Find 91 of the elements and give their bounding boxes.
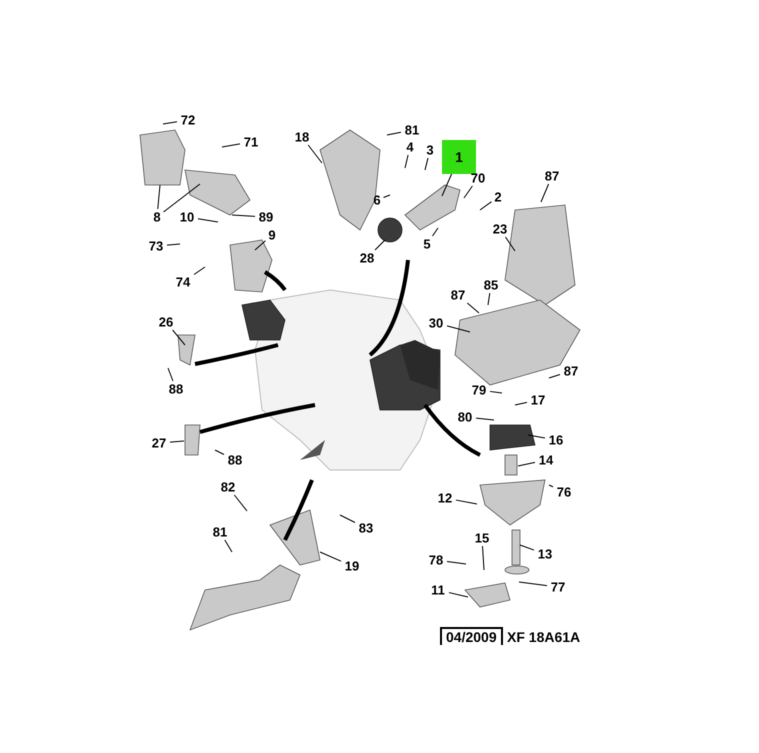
leader-line xyxy=(446,560,466,564)
callout-number: 83 xyxy=(358,522,374,534)
leader-line xyxy=(528,434,546,439)
callout-number: 81 xyxy=(212,526,228,538)
leader-line xyxy=(540,184,550,202)
leader-line xyxy=(518,582,548,586)
leader-line xyxy=(168,368,174,382)
leader-line xyxy=(194,266,206,275)
callout-number: 5 xyxy=(423,238,431,250)
leader-line xyxy=(374,240,386,250)
callout-number: 23 xyxy=(492,222,508,236)
callout-number: 3 xyxy=(426,144,434,156)
callout-number: 17 xyxy=(530,394,546,406)
callout-number: 26 xyxy=(158,316,174,328)
leader-line xyxy=(490,390,502,394)
leader-line xyxy=(254,240,266,250)
leader-line xyxy=(308,144,322,164)
callout-number: 12 xyxy=(438,492,452,504)
leader-line xyxy=(504,236,516,252)
leader-line xyxy=(424,158,428,170)
callout-number: 78 xyxy=(428,554,444,566)
callout-number: 88 xyxy=(228,454,242,466)
callout-number: 88 xyxy=(168,382,184,396)
callout-number: 81 xyxy=(404,124,420,136)
callout-number: 73 xyxy=(148,240,164,252)
leader-line xyxy=(234,494,248,512)
leader-line xyxy=(157,184,160,210)
callout-number: 87 xyxy=(564,364,578,378)
leader-line xyxy=(480,201,492,210)
leader-line xyxy=(446,325,470,332)
leader-line xyxy=(170,440,184,443)
leader-line xyxy=(224,540,232,552)
callout-number: 15 xyxy=(474,532,490,544)
callout-number: 76 xyxy=(556,486,572,498)
leader-line xyxy=(340,514,356,523)
reference-code: XF 18A61A xyxy=(507,629,580,645)
leader-line xyxy=(456,500,478,504)
callout-number: 27 xyxy=(152,436,166,450)
leader-line xyxy=(442,174,452,196)
callout-number: 70 xyxy=(470,172,486,184)
callout-number: 16 xyxy=(548,434,564,446)
date-box: 04/2009 xyxy=(440,627,503,645)
leader-line xyxy=(320,552,342,562)
leader-line xyxy=(166,244,180,246)
callout-number: 87 xyxy=(544,170,560,182)
callout-number: 8 xyxy=(153,210,161,224)
callout-number: 80 xyxy=(458,410,472,424)
callout-number: 10 xyxy=(180,210,194,224)
callout-number: 2 xyxy=(494,190,502,204)
callout-number: 4 xyxy=(406,140,414,154)
leader-line xyxy=(232,214,256,217)
callout-number: 79 xyxy=(472,384,486,396)
leader-line xyxy=(548,484,554,488)
leader-line xyxy=(198,218,218,222)
leader-line xyxy=(464,186,473,198)
leader-line xyxy=(476,418,494,420)
leader-line xyxy=(518,462,536,466)
leader-line xyxy=(214,450,224,455)
callout-number: 72 xyxy=(180,114,196,126)
callout-number: 1 xyxy=(442,140,476,174)
leader-line xyxy=(548,374,560,378)
leader-line xyxy=(482,546,484,570)
callout-number: 82 xyxy=(220,480,236,494)
leader-line xyxy=(386,132,402,136)
callout-number: 18 xyxy=(294,130,310,144)
callout-number: 77 xyxy=(550,580,566,594)
leader-line xyxy=(404,154,409,168)
callout-number: 89 xyxy=(258,210,274,224)
callout-number: 85 xyxy=(484,278,498,292)
callout-number: 19 xyxy=(344,560,360,572)
leader-line xyxy=(172,330,186,346)
callout-number: 13 xyxy=(538,548,552,560)
callout-number: 9 xyxy=(268,228,276,242)
callout-number: 11 xyxy=(431,584,445,596)
callout-number: 30 xyxy=(428,316,444,330)
callout-number: 28 xyxy=(360,252,374,264)
leader-line xyxy=(488,292,490,306)
callout-number: 87 xyxy=(450,288,466,302)
leader-line xyxy=(466,302,480,314)
callout-number: 6 xyxy=(373,194,381,206)
leader-line xyxy=(514,402,528,406)
leader-line xyxy=(163,184,200,212)
leader-line xyxy=(162,121,178,124)
leader-line xyxy=(383,194,390,198)
callout-number: 74 xyxy=(176,276,190,288)
leader-line xyxy=(520,544,534,551)
callout-number: 14 xyxy=(538,454,554,466)
leader-line xyxy=(448,592,468,598)
leader-line xyxy=(432,228,438,236)
callout-number: 71 xyxy=(244,136,258,148)
leader-line xyxy=(222,143,240,148)
